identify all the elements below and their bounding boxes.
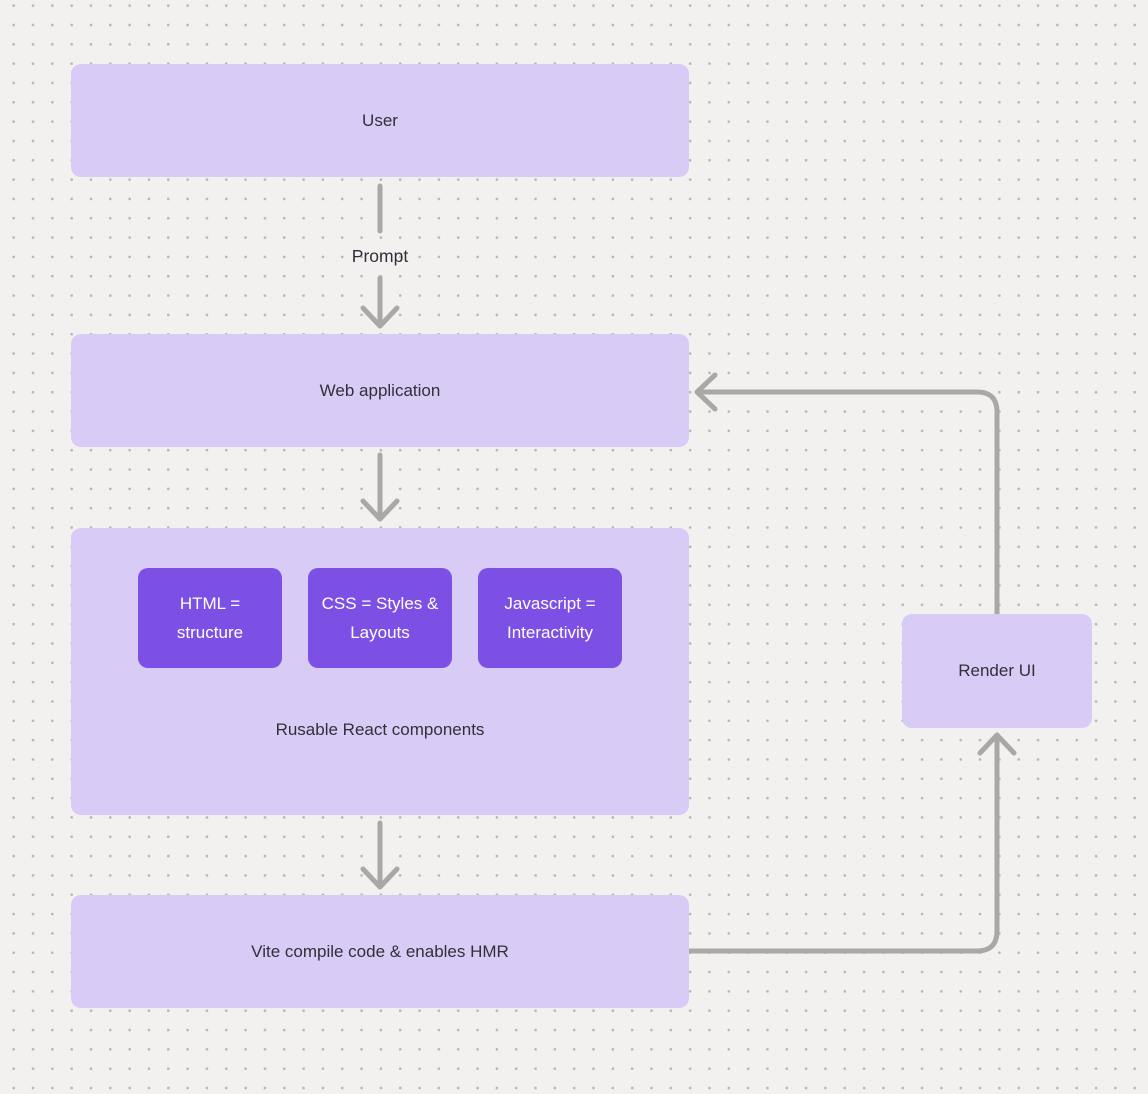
node-html-label: HTML = structure: [176, 594, 244, 642]
node-web-application-label: Web application: [319, 380, 441, 400]
arrowhead-left-icon: [694, 372, 718, 412]
arrowhead-down-icon: [360, 498, 400, 522]
node-css[interactable]: CSS = Styles & Layouts: [308, 568, 452, 668]
node-user[interactable]: User: [71, 64, 689, 177]
edge-label-prompt: Prompt: [351, 246, 409, 266]
node-render-ui-label: Render UI: [958, 661, 1036, 680]
edge-render-webapp-line[interactable]: [697, 389, 1000, 617]
node-vite[interactable]: Vite compile code & enables HMR: [71, 895, 689, 1008]
node-web-application[interactable]: Web application: [71, 334, 689, 447]
arrowhead-down-icon: [360, 305, 400, 329]
node-react-components-label: Rusable React components: [275, 720, 485, 739]
node-javascript[interactable]: Javascript = Interactivity: [478, 568, 622, 668]
arrowhead-down-icon: [360, 866, 400, 890]
arrowhead-up-icon: [977, 732, 1017, 756]
node-react-components-group[interactable]: HTML = structure CSS = Styles & Layouts …: [71, 528, 689, 815]
edge-vite-render-line[interactable]: [686, 734, 1000, 954]
node-vite-label: Vite compile code & enables HMR: [251, 941, 509, 961]
node-javascript-label: Javascript = Interactivity: [504, 594, 596, 642]
node-css-label: CSS = Styles & Layouts: [321, 594, 439, 642]
node-render-ui[interactable]: Render UI: [902, 614, 1092, 728]
node-user-label: User: [362, 110, 398, 130]
node-html[interactable]: HTML = structure: [138, 568, 282, 668]
